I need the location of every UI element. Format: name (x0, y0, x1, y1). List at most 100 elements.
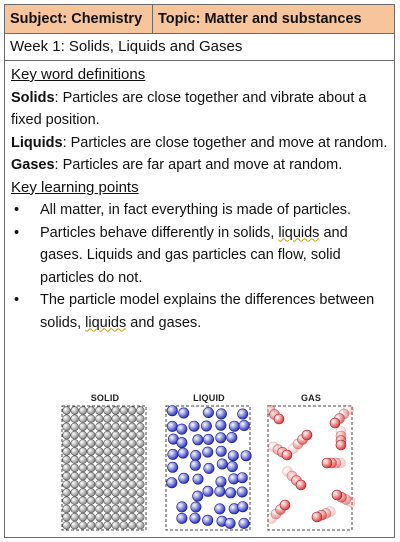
solid-particle (103, 471, 112, 481)
solid-particle (111, 521, 120, 530)
solid-particle (70, 406, 79, 415)
liquid-particle (215, 432, 227, 444)
solid-particle (119, 406, 129, 415)
week-title: Week 1: Solids, Liquids and Gases (5, 34, 394, 61)
solid-particle (95, 521, 104, 530)
solid-particle (86, 414, 96, 423)
solid-particle (62, 521, 71, 530)
solid-particle (119, 414, 129, 423)
solid-particle (136, 414, 145, 423)
solid-particle (86, 463, 96, 473)
learning-points: •All matter, in fact everything is made … (11, 199, 388, 334)
liquid-particles (165, 405, 252, 531)
solid-particle (127, 480, 137, 489)
bullet-icon: • (14, 224, 20, 241)
gas-particle (311, 511, 323, 523)
solid-particles (61, 405, 147, 531)
solid-particle (136, 439, 145, 448)
liquid-particle (203, 462, 215, 474)
solid-particle (86, 496, 96, 505)
solid-particle (70, 430, 79, 440)
solid-particle (119, 480, 129, 489)
solid-particle (95, 430, 104, 440)
solid-particle (86, 512, 96, 522)
header-row: Subject: Chemistry Topic: Matter and sub… (5, 5, 394, 34)
solid-particle (70, 455, 79, 464)
solid-particle (119, 447, 129, 456)
solid-particle (86, 488, 96, 497)
container-box (267, 405, 353, 531)
solid-particle (78, 480, 88, 489)
solid-particle (111, 406, 120, 415)
solid-particle (70, 463, 79, 473)
gas-particles (267, 405, 355, 531)
gas-particle (301, 429, 313, 441)
liquid-particle (178, 407, 190, 419)
liquid-particle (176, 512, 188, 524)
solid-particle (136, 422, 145, 432)
liquid-particle (178, 472, 190, 484)
gas-label: GAS (300, 393, 322, 403)
solid-particle (111, 455, 120, 464)
solid-particle (70, 422, 79, 432)
solid-particle (95, 439, 104, 448)
solid-particle (119, 512, 129, 522)
definition-gases: Gases: Particles are far apart and move … (11, 154, 388, 177)
solid-particle (111, 471, 120, 481)
solid-particle (103, 480, 112, 489)
solid-particle (86, 471, 96, 481)
liquid-particle (190, 501, 202, 513)
solid-particle (78, 512, 88, 522)
solid-particle (136, 463, 145, 473)
solid-particle (119, 496, 129, 505)
liquid-particle (225, 487, 237, 499)
solid-particle (103, 504, 112, 514)
learning-heading: Key learning points (11, 178, 139, 196)
learning-point-text: The particle model explains the differen… (40, 292, 375, 331)
topic-cell: Topic: Matter and substances (158, 11, 362, 27)
solid-particle (103, 463, 112, 473)
solid-particle (78, 455, 88, 464)
liquid-particle (236, 486, 248, 498)
solid-particle (62, 414, 71, 423)
solid-particle (70, 439, 79, 448)
term-solids: Solids (11, 89, 55, 106)
solid-particle (136, 521, 145, 530)
liquid-particle (215, 408, 227, 420)
solid-particle (78, 463, 88, 473)
liquid-particle (202, 433, 214, 445)
solid-particle (103, 521, 112, 530)
term-gases: Gases (11, 157, 55, 173)
solid-particle (103, 447, 112, 456)
solid-particle (86, 430, 96, 440)
liquid-particle (236, 472, 248, 484)
solid-particle (70, 471, 79, 481)
liquid-particle (216, 458, 228, 470)
solid-particle (127, 422, 137, 432)
liquid-particle (166, 420, 178, 432)
solid-particle (62, 488, 71, 497)
solid-particle (78, 414, 88, 423)
solid-particle (95, 496, 104, 505)
liquid-particle (215, 419, 227, 431)
solid-particle (70, 480, 79, 489)
container-box (61, 405, 147, 531)
solid-particle (127, 455, 137, 464)
solid-particle (136, 471, 145, 481)
solid-particle (127, 496, 137, 505)
worksheet: Subject: Chemistry Topic: Matter and sub… (4, 4, 395, 538)
solid-particle (70, 447, 79, 456)
liquid-label: LIQUID (193, 393, 225, 403)
gas-particle (281, 449, 293, 461)
solid-particle (119, 422, 129, 432)
solid-particle (70, 512, 79, 522)
solid-particle (103, 439, 112, 448)
solid-particle (62, 447, 71, 456)
solid-particle (86, 439, 96, 448)
solid-particle (103, 496, 112, 505)
solid-particle (111, 480, 120, 489)
solid-particle (86, 447, 96, 456)
liquid-particle (188, 420, 200, 432)
solid-particle (70, 521, 79, 530)
solid-particle (119, 463, 129, 473)
